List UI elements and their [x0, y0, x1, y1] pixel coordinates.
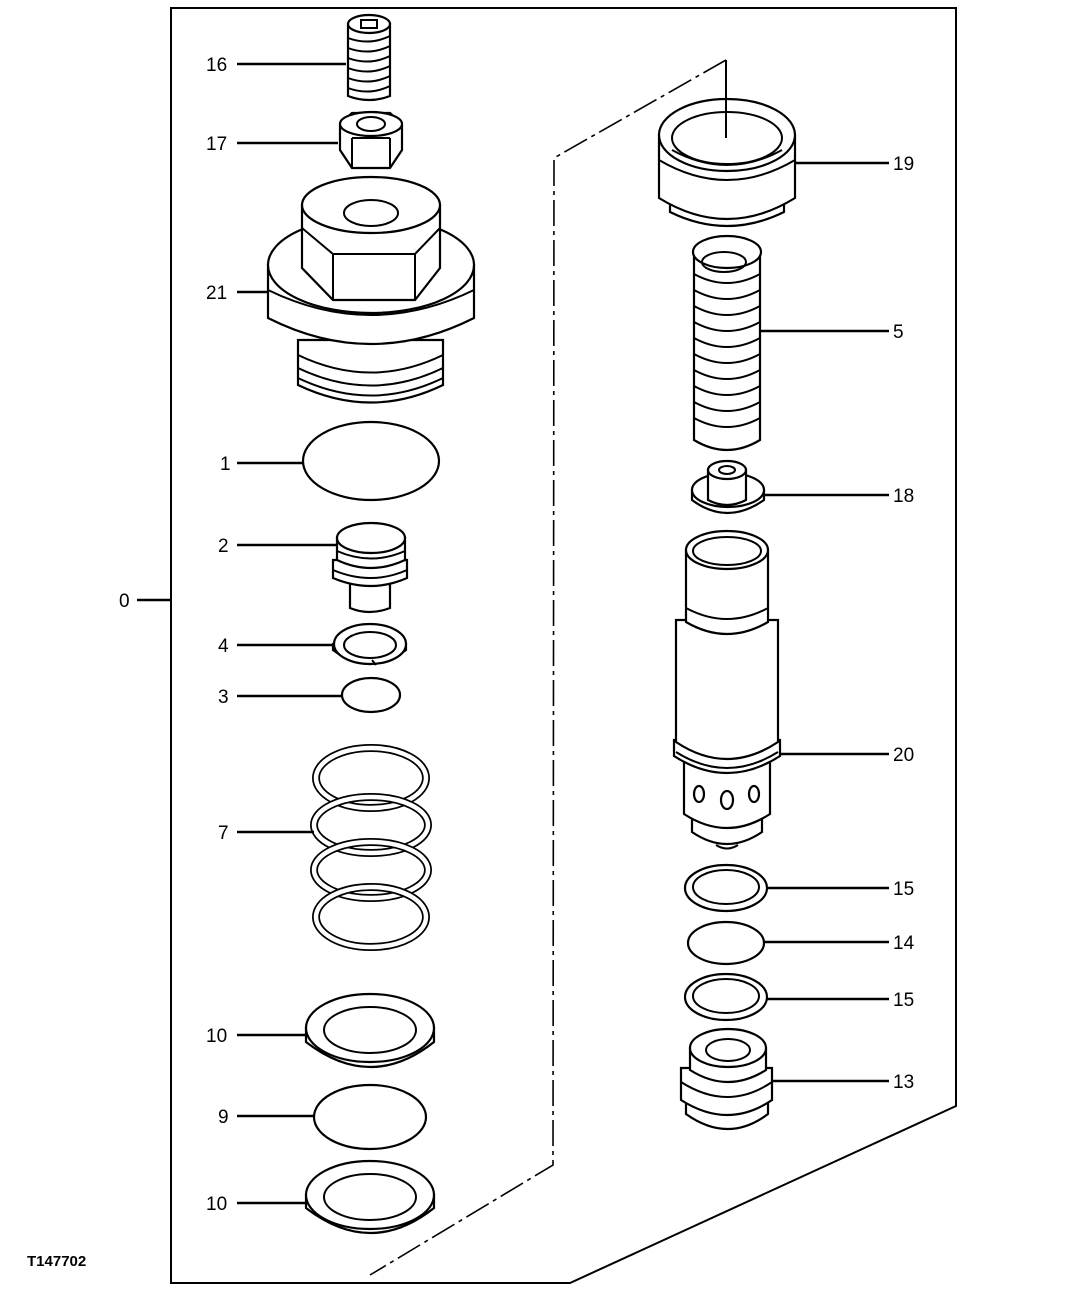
part-19-cap	[657, 60, 797, 228]
part-9-disc	[312, 1083, 428, 1151]
callout-3: 3	[218, 687, 229, 708]
callout-9: 9	[218, 1107, 229, 1128]
callout-13: 13	[893, 1072, 914, 1093]
callout-14: 14	[893, 933, 915, 954]
assembly-axis-line	[369, 59, 727, 1276]
part-21-plug	[266, 175, 476, 404]
part-1-disc	[301, 420, 441, 502]
callout-4: 4	[218, 636, 229, 657]
callout-10-upper: 10	[206, 1026, 227, 1047]
part-18-retainer	[690, 459, 766, 515]
callout-7: 7	[218, 823, 229, 844]
part-17-hex-nut	[338, 110, 404, 170]
callout-19: 19	[893, 154, 914, 175]
callout-20: 20	[893, 745, 914, 766]
callout-16: 16	[206, 55, 227, 76]
part-10-washer-upper	[304, 992, 436, 1068]
callout-labels: 0 16 17 21 1 2 4 3 7 10 9 10 19 5 18 20 …	[119, 55, 915, 1215]
part-14-disc	[686, 920, 766, 966]
part-10-washer-lower	[304, 1159, 436, 1234]
part-15-oring-upper	[683, 863, 769, 913]
assembly-frame	[170, 7, 957, 1284]
callout-2: 2	[218, 536, 229, 557]
part-3-disc	[340, 676, 402, 714]
part-7-spring	[310, 744, 432, 951]
figure-id: T147702	[27, 1253, 86, 1270]
callout-18: 18	[893, 486, 914, 507]
callout-21: 21	[206, 283, 227, 304]
callout-0: 0	[119, 591, 130, 612]
callout-5: 5	[893, 322, 904, 343]
leader-lines	[137, 62, 889, 1205]
part-4-ring	[331, 622, 408, 666]
part-16-set-screw	[346, 13, 392, 102]
callout-15-lower: 15	[893, 990, 914, 1011]
part-5-spring	[691, 234, 763, 451]
callout-15-upper: 15	[893, 879, 914, 900]
part-20-cartridge	[672, 529, 782, 850]
part-15-oring-lower	[683, 972, 769, 1022]
part-13-seat	[679, 1027, 774, 1131]
callout-17: 17	[206, 134, 227, 155]
part-2-plunger	[331, 521, 409, 614]
callout-1: 1	[220, 454, 231, 475]
callout-10-lower: 10	[206, 1194, 227, 1215]
